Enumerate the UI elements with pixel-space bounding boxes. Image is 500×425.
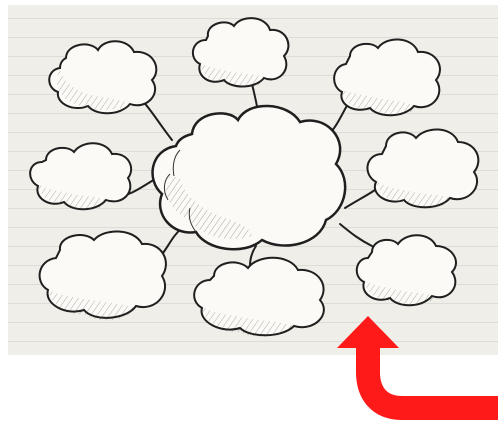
mind-map-svg: [0, 0, 500, 425]
mind-map-figure: [0, 0, 500, 425]
